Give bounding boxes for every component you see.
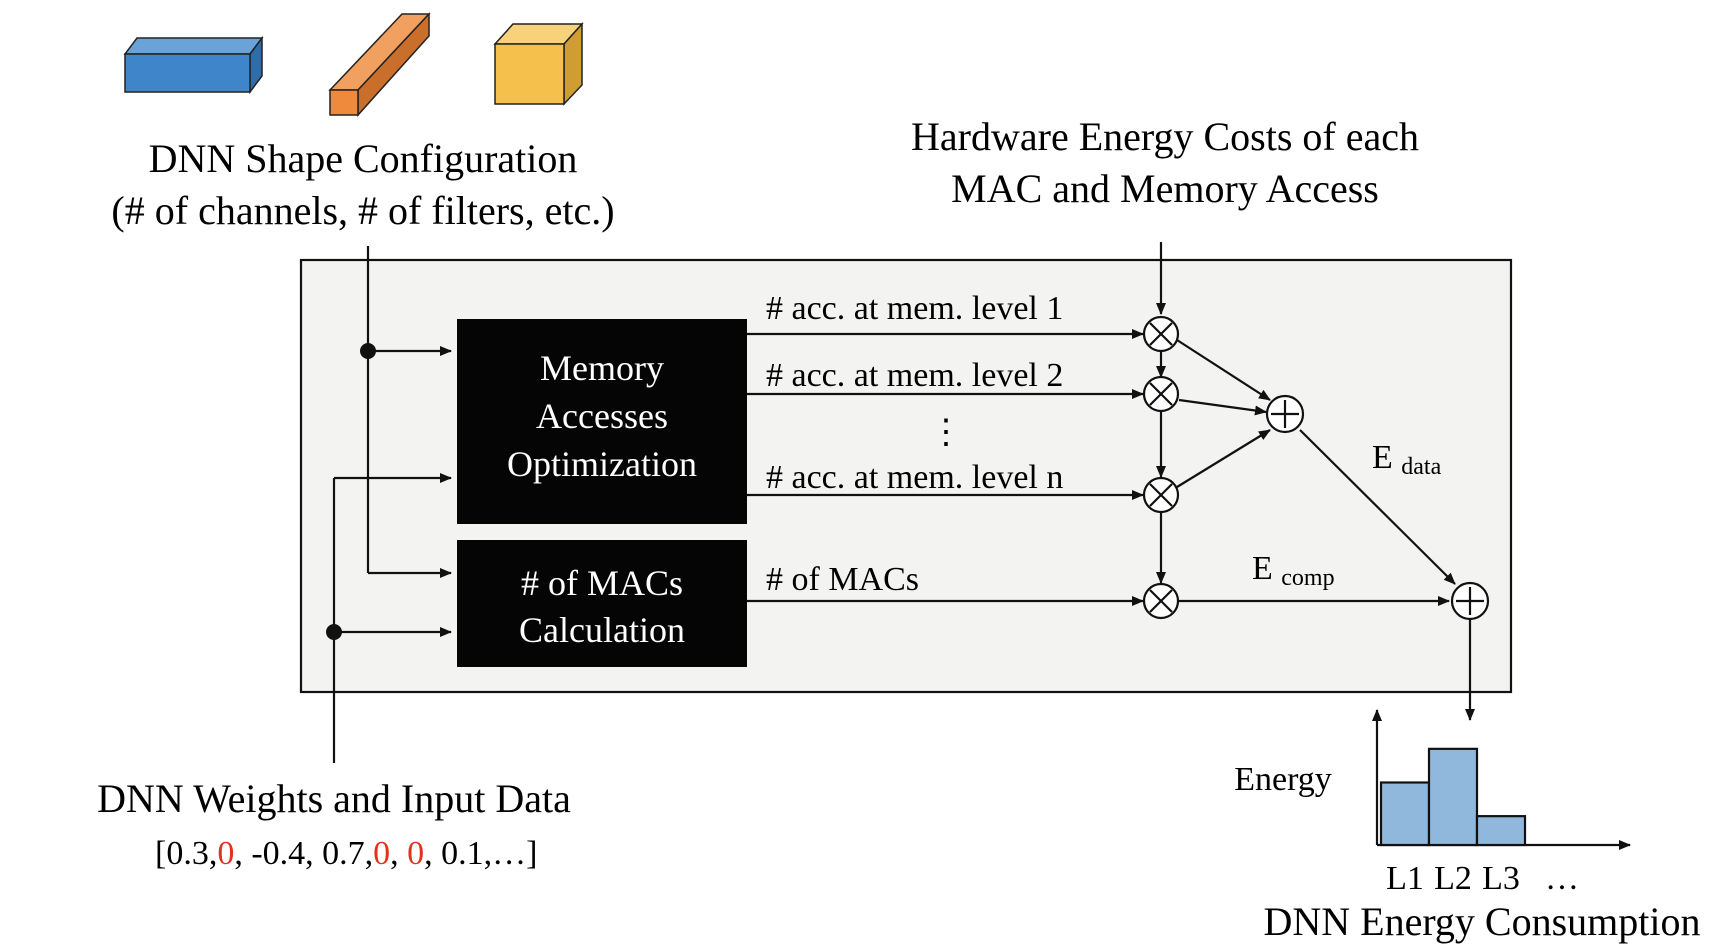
memory-level-1-label: # acc. at mem. level 1 xyxy=(766,290,1063,327)
energy-bar-label: L1 xyxy=(1386,860,1424,897)
memory-level-ellipsis: ⋮ xyxy=(929,414,963,451)
hardware-costs-line1: Hardware Energy Costs of each xyxy=(911,114,1419,159)
mac-block-line1: # of MACs xyxy=(521,563,683,603)
multiply-operator-icon xyxy=(1142,375,1180,413)
multiply-operator-icon xyxy=(1142,476,1180,514)
memory-block-line2: Accesses xyxy=(536,396,668,436)
memory-access-optimization-block xyxy=(457,319,747,524)
energy-bar-label: L3 xyxy=(1482,860,1520,897)
memory-block-line3: Optimization xyxy=(507,444,697,484)
memory-level-n-label: # acc. at mem. level n xyxy=(766,459,1063,496)
energy-bar xyxy=(1379,781,1431,847)
weights-zero-value: 0 xyxy=(373,835,390,872)
orange-cuboid-icon xyxy=(328,12,431,117)
weights-value-segment: , 0.1,…] xyxy=(424,835,537,872)
shape-config-subtitle: (# of channels, # of filters, etc.) xyxy=(111,188,614,233)
input-connectors xyxy=(326,246,452,763)
computation-energy-subscript: comp xyxy=(1281,565,1334,591)
energy-bar xyxy=(1427,747,1479,847)
multiply-operator-icon xyxy=(1142,582,1180,620)
weights-zero-value: 0 xyxy=(407,835,424,872)
data-energy-sum-operator-icon xyxy=(1265,394,1305,434)
energy-output-title: DNN Energy Consumption xyxy=(1263,899,1700,944)
multiply-operator-icon xyxy=(1142,315,1180,353)
shape-config-title: DNN Shape Configuration xyxy=(149,136,578,181)
energy-bar xyxy=(1475,815,1527,847)
computation-energy-label: E comp xyxy=(1252,550,1335,591)
weights-title: DNN Weights and Input Data xyxy=(97,776,571,821)
hardware-costs-line2: MAC and Memory Access xyxy=(951,166,1379,211)
computation-energy-main: E xyxy=(1252,550,1273,587)
mac-calculation-block xyxy=(457,540,747,667)
data-energy-subscript: data xyxy=(1401,454,1441,480)
memory-level-2-label: # acc. at mem. level 2 xyxy=(766,357,1063,394)
weights-value-segment: , -0.4, 0.7, xyxy=(234,835,373,872)
energy-bar-label: L2 xyxy=(1434,860,1472,897)
total-energy-sum-operator-icon xyxy=(1450,581,1490,621)
weights-value-segment: [0.3, xyxy=(155,835,217,872)
data-energy-main: E xyxy=(1372,439,1393,476)
signal-lines xyxy=(747,242,1475,721)
mac-count-label: # of MACs xyxy=(766,561,919,598)
energy-chart: Energy L1 L2 L3 … xyxy=(1234,709,1631,897)
weights-values: [0.3,0, -0.4, 0.7,0, 0, 0.1,…] xyxy=(155,835,537,872)
weights-zero-value: 0 xyxy=(217,835,234,872)
blue-cuboid-icon xyxy=(123,35,264,95)
weights-value-segment: , xyxy=(390,835,407,872)
yellow-cube-icon xyxy=(493,22,584,106)
memory-block-line1: Memory xyxy=(540,348,664,388)
energy-chart-y-label: Energy xyxy=(1234,761,1332,798)
energy-chart-trailing-label: … xyxy=(1545,860,1579,897)
data-energy-label: E data xyxy=(1372,439,1442,480)
mac-block-line2: Calculation xyxy=(519,610,685,650)
